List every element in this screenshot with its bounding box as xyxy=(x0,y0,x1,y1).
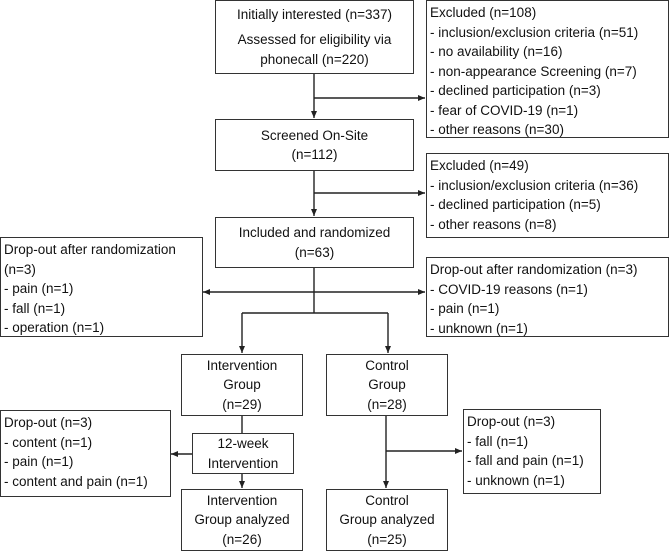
dropout-control-title: Drop-out (n=3) xyxy=(467,414,556,429)
randomized-line2: (n=63) xyxy=(294,244,335,260)
control-analyzed-line2: Group analyzed xyxy=(339,512,435,528)
dropout-left-item: - pain (n=1) xyxy=(4,281,74,296)
excluded1-box: Excluded (n=108) - inclusion/exclusion c… xyxy=(426,0,669,138)
dropout-intervention-item: - content (n=1) xyxy=(4,434,93,450)
intervention-group-line1: Intervention xyxy=(206,357,278,373)
control-group-box: Control Group (n=28) xyxy=(326,354,448,416)
dropout-right-title: Drop-out after randomization (n=3) xyxy=(430,262,638,277)
excluded2-title: Excluded (n=49) xyxy=(430,158,529,173)
control-analyzed-box: Control Group analyzed (n=25) xyxy=(326,489,448,551)
control-group-line1: Control xyxy=(365,357,409,373)
intervention-group-box: Intervention Group (n=29) xyxy=(181,354,303,416)
control-analyzed-line3: (n=25) xyxy=(367,531,407,547)
screened-box: Screened On-Site (n=112) xyxy=(215,119,414,171)
dropout-control-item: - unknown (n=1) xyxy=(467,472,565,488)
intervention-group-line3: (n=29) xyxy=(222,396,262,412)
excluded1-item: - inclusion/exclusion criteria (n=51) xyxy=(430,24,639,40)
assessment-line3: phonecall (n=220) xyxy=(260,51,369,67)
dropout-intervention-box: Drop-out (n=3) - content (n=1) - pain (n… xyxy=(0,410,171,497)
intervention-analyzed-line3: (n=26) xyxy=(222,531,262,547)
dropout-left-title2: (n=3) xyxy=(4,261,36,277)
dropout-intervention-item: - pain (n=1) xyxy=(4,454,74,469)
assessment-box: Initially interested (n=337) Assessed fo… xyxy=(215,0,414,74)
dropout-left-box: Drop-out after randomization (n=3) - pai… xyxy=(0,237,203,337)
screened-line1: Screened On-Site xyxy=(260,127,369,143)
assessment-line1: Initially interested (n=337) xyxy=(237,6,392,22)
intervention-group-line2: Group xyxy=(223,377,261,393)
excluded2-item: - other reasons (n=8) xyxy=(430,216,557,232)
intervention-analyzed-line1: Intervention xyxy=(206,492,278,508)
excluded2-item: - inclusion/exclusion criteria (n=36) xyxy=(430,177,639,193)
excluded1-item: - other reasons (n=30) xyxy=(430,122,564,137)
assessment-line2: Assessed for eligibility via xyxy=(237,32,392,48)
intervention-analyzed-box: Intervention Group analyzed (n=26) xyxy=(181,489,303,551)
dropout-control-item: - fall and pain (n=1) xyxy=(467,453,584,468)
dropout-right-item: - COVID-19 reasons (n=1) xyxy=(430,281,588,297)
dropout-right-item: - unknown (n=1) xyxy=(430,320,528,336)
control-group-line2: Group xyxy=(368,377,406,393)
dropout-left-item: - fall (n=1) xyxy=(4,300,66,316)
randomized-box: Included and randomized (n=63) xyxy=(215,217,414,268)
control-analyzed-line1: Control xyxy=(365,492,409,508)
dropout-control-box: Drop-out (n=3) - fall (n=1) - fall and p… xyxy=(463,409,601,494)
randomized-line1: Included and randomized xyxy=(238,225,391,240)
dropout-intervention-title: Drop-out (n=3) xyxy=(4,415,93,430)
excluded2-item: - declined participation (n=5) xyxy=(430,197,601,212)
screened-line2: (n=112) xyxy=(291,147,338,162)
intervention-analyzed-line2: Group analyzed xyxy=(194,512,290,528)
intervention-step-box: 12-week Intervention xyxy=(192,433,294,474)
intervention-step-line1: 12-week xyxy=(217,436,269,451)
dropout-left-title: Drop-out after randomization xyxy=(4,242,176,257)
dropout-control-item: - fall (n=1) xyxy=(467,433,529,449)
excluded1-item: - non-appearance Screening (n=7) xyxy=(430,63,637,79)
intervention-step-line2: Intervention xyxy=(207,455,279,471)
excluded1-title: Excluded (n=108) xyxy=(430,5,537,20)
dropout-intervention-item: - content and pain (n=1) xyxy=(4,473,148,489)
control-group-line3: (n=28) xyxy=(367,396,407,412)
dropout-right-box: Drop-out after randomization (n=3) - COV… xyxy=(426,257,669,337)
excluded1-item: - fear of COVID-19 (n=1) xyxy=(430,102,579,118)
dropout-right-item: - pain (n=1) xyxy=(430,301,500,316)
excluded1-item: - declined participation (n=3) xyxy=(430,83,601,98)
excluded1-item: - no availability (n=16) xyxy=(430,44,563,59)
dropout-left-item: - operation (n=1) xyxy=(4,320,105,335)
excluded2-box: Excluded (n=49) - inclusion/exclusion cr… xyxy=(426,153,669,238)
